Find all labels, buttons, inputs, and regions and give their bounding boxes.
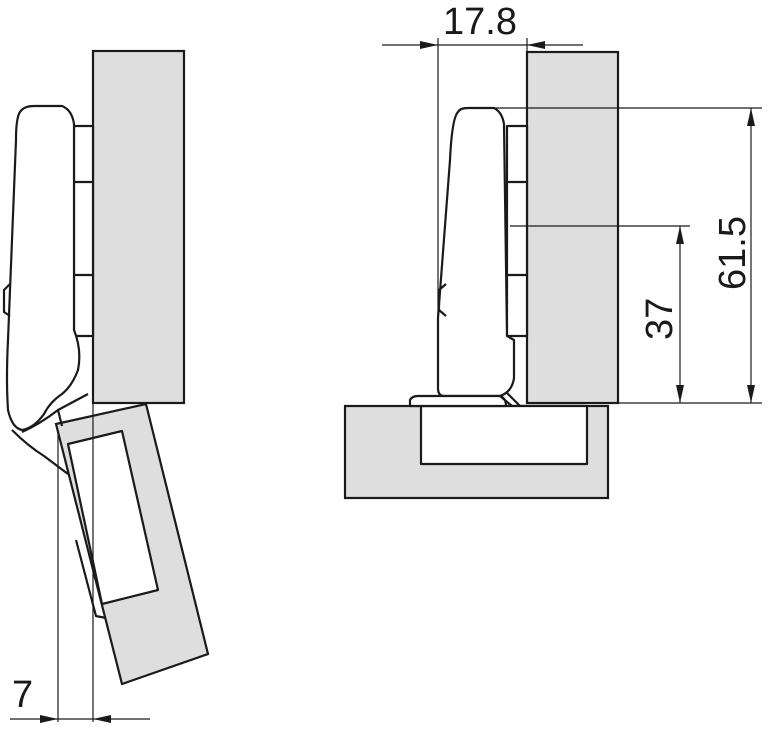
dim-arrow-17-8-right xyxy=(527,41,545,49)
dim-label-overlay-offset: 7 xyxy=(12,674,33,716)
dim-arrow-37-top xyxy=(676,226,684,244)
hinge-cup-tilted xyxy=(66,429,160,606)
mounting-plate-right xyxy=(505,124,529,338)
dim-label-height-center: 37 xyxy=(639,298,681,340)
dim-label-hinge-depth: 17.8 xyxy=(443,1,517,43)
hinge-cup-closed xyxy=(419,404,589,466)
dim-label-height-total: 61.5 xyxy=(712,216,754,290)
left-view-open-hinge: 7 xyxy=(2,49,210,723)
hinge-boss-cap xyxy=(408,394,508,408)
dim-arrow-7-left xyxy=(40,715,58,723)
dim-arrow-17-8-left xyxy=(420,41,438,49)
hinge-arm-right xyxy=(436,106,516,398)
hinge-boss-link xyxy=(499,391,521,407)
dim-arrow-61-5-bottom xyxy=(747,385,755,403)
right-view-closed-hinge: 17.8 61.5 37 xyxy=(343,1,762,500)
dim-arrow-61-5-top xyxy=(747,108,755,126)
cabinet-side-panel-left xyxy=(91,49,186,405)
hinge-adjust-screw-left xyxy=(2,283,11,317)
dim-arrow-7-right xyxy=(93,715,111,723)
dim-arrow-37-bottom xyxy=(676,385,684,403)
hinge-linkage-inner xyxy=(56,409,107,620)
hinge-adjust-screw-right xyxy=(437,283,447,317)
cabinet-side-panel-right xyxy=(525,50,620,405)
mounting-plate-left xyxy=(72,124,95,338)
hinge-arm-left xyxy=(5,104,81,432)
